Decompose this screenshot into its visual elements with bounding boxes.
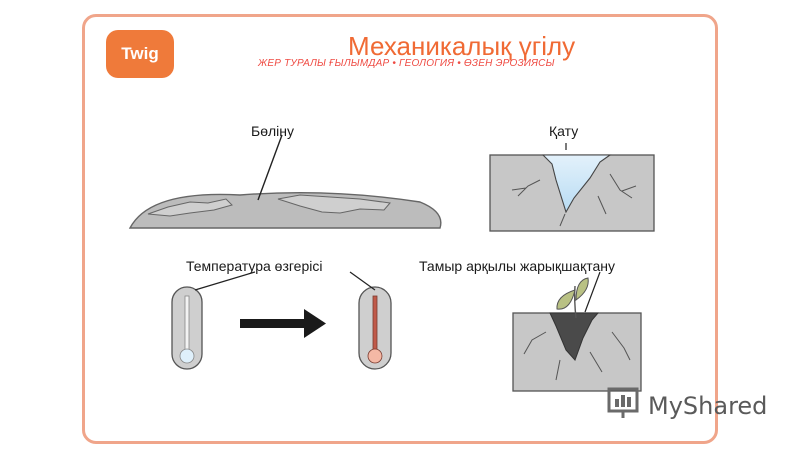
thermometer-hot xyxy=(358,286,392,370)
twig-logo: Twig xyxy=(106,30,174,78)
exfoliation-rock xyxy=(128,134,442,229)
root-wedging-block xyxy=(512,271,642,392)
watermark-text: MyShared xyxy=(648,392,768,420)
myshared-logo-icon xyxy=(607,387,639,418)
thermometer-cold xyxy=(171,286,203,370)
frost-wedge-block xyxy=(489,143,655,232)
splitting-leader-line xyxy=(257,134,283,201)
freezing-label: Қату xyxy=(549,123,579,139)
temperature-label: Температура өзгерісі xyxy=(186,258,323,274)
slide-subtitle: ЖЕР ТУРАЛЫ ҒЫЛЫМДАР • ГЕОЛОГИЯ • ӨЗЕН ЭР… xyxy=(258,58,555,69)
splitting-label: Бөліну xyxy=(251,123,294,139)
root-wedging-label: Тамыр арқылы жарықшақтану xyxy=(419,258,615,274)
slide-title: Механикалық үгілу xyxy=(348,31,576,61)
arrow-right-icon xyxy=(240,309,326,338)
